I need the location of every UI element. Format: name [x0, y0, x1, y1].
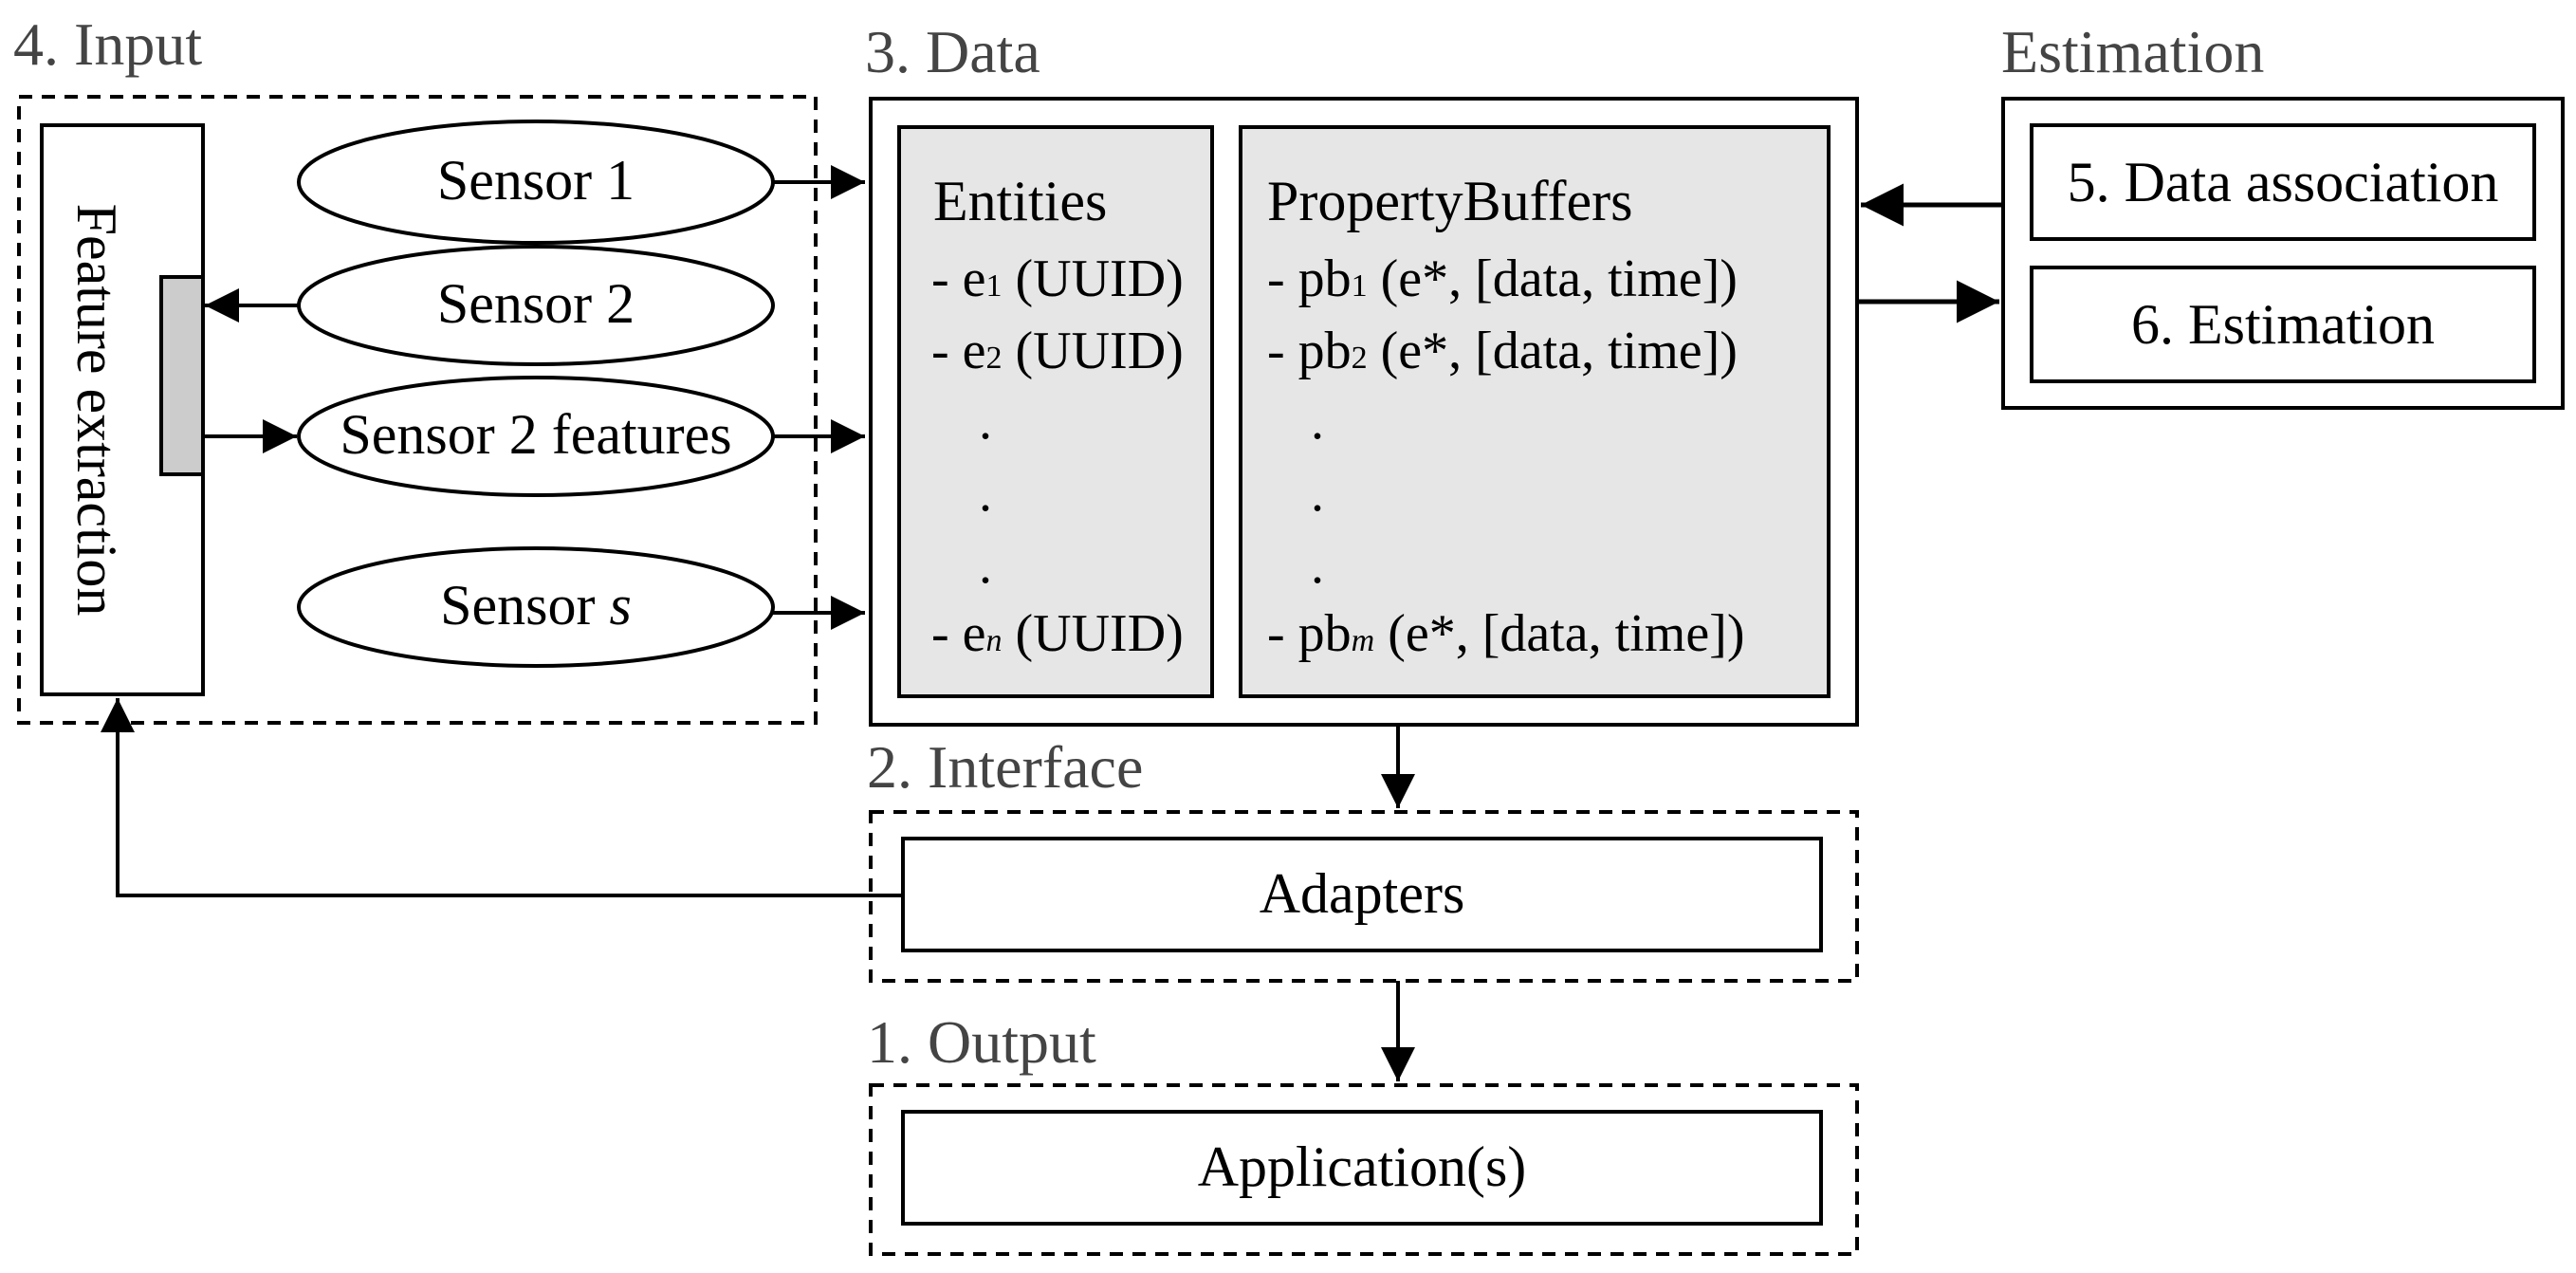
property-buffer-1: - pb1 (e*, [data, time]): [1267, 249, 1738, 308]
input-group-frame: [17, 95, 818, 725]
section-title-interface: 2. Interface: [867, 733, 1143, 801]
sensor-s-prefix: Sensor: [440, 574, 609, 636]
arrow-adapters-to-feature-extraction: [101, 698, 903, 897]
entities-ellipsis-1: .: [979, 392, 992, 451]
property-buffer-2: - pb2 (e*, [data, time]): [1267, 322, 1738, 380]
adapters-label: Adapters: [1260, 862, 1465, 925]
sensor-2-label: Sensor 2: [437, 272, 635, 335]
entity-n: - en (UUID): [931, 604, 1184, 663]
property-buffer-m: - pbm (e*, [data, time]): [1267, 604, 1744, 663]
data-association-label: 5. Data association: [2068, 151, 2499, 213]
applications-label: Application(s): [1198, 1135, 1527, 1198]
section-title-input: 4. Input: [13, 10, 202, 78]
feature-extraction-label: Feature extraction: [65, 204, 128, 617]
feature-extraction-port: [159, 275, 205, 476]
buffers-ellipsis-2: .: [1311, 464, 1324, 523]
estimation-label: 6. Estimation: [2131, 293, 2435, 356]
entity-1: - e1 (UUID): [931, 249, 1184, 308]
sensor-1-label: Sensor 1: [437, 149, 635, 212]
estimation-box[interactable]: [2030, 266, 2536, 383]
sensor-s-label: Sensor s: [440, 574, 632, 636]
data-association-box[interactable]: [2030, 123, 2536, 241]
sensor-2-features-label: Sensor 2 features: [340, 403, 731, 466]
section-title-data: 3. Data: [865, 18, 1040, 85]
buffers-ellipsis-1: .: [1311, 392, 1324, 451]
interface-group-frame: [869, 810, 1859, 983]
section-title-estimation: Estimation: [2001, 18, 2264, 85]
entities-title: Entities: [933, 170, 1107, 232]
property-buffers-panel[interactable]: [1239, 125, 1831, 698]
entities-ellipsis-3: .: [979, 536, 992, 595]
property-buffers-title: PropertyBuffers: [1267, 170, 1633, 232]
sensor-s-var: s: [609, 574, 631, 636]
sensor-s-node[interactable]: [297, 546, 775, 668]
entities-panel[interactable]: [897, 125, 1214, 698]
adapters-box[interactable]: [901, 837, 1823, 952]
entity-2: - e2 (UUID): [931, 322, 1184, 380]
applications-box[interactable]: [901, 1110, 1823, 1226]
section-title-output: 1. Output: [867, 1008, 1096, 1076]
buffers-ellipsis-3: .: [1311, 536, 1324, 595]
entities-ellipsis-2: .: [979, 464, 992, 523]
output-group-frame: [869, 1083, 1859, 1256]
